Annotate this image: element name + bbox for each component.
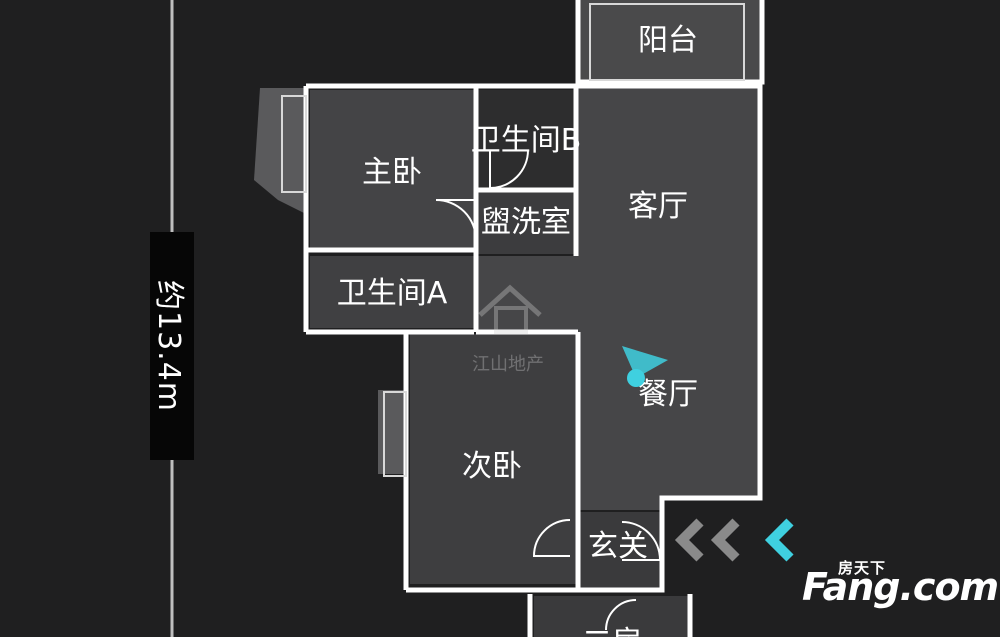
bottom-room-floor — [534, 596, 690, 637]
position-dot-icon — [627, 369, 645, 387]
window-frames — [281, 3, 745, 477]
room-label-living-room: 客厅 — [628, 189, 688, 224]
room-label-bottom-room: 二房 — [582, 625, 642, 637]
room-label-entrance: 玄关 — [588, 529, 648, 564]
room-label-bathroom-b: 卫生间B — [471, 123, 582, 158]
bathroom-a-floor — [310, 256, 474, 328]
second-bedroom-floor — [410, 334, 578, 584]
room-label-balcony: 阳台 — [638, 23, 698, 58]
living-dining-floor — [478, 88, 758, 510]
dimension-text: 约13.4m — [151, 279, 186, 413]
watermark-text: 江山地产 — [472, 354, 544, 375]
balcony-floor — [580, 0, 762, 82]
brand-top-text: 房天下 — [838, 559, 887, 577]
room-label-second-bedroom: 次卧 — [462, 449, 522, 484]
entrance-floor — [580, 512, 660, 588]
view-direction-marker[interactable] — [622, 346, 668, 387]
room-label-master-bedroom: 主卧 — [362, 155, 422, 190]
room-label-bathroom-a: 卫生间A — [337, 276, 448, 311]
room-label-dining-room: 餐厅 — [638, 377, 698, 412]
bathroom-b-floor — [478, 90, 574, 190]
master-bedroom-floor — [310, 90, 474, 248]
watermark-logo: 江山地产 — [472, 284, 544, 375]
brand-logo: 房天下 Fang.com — [802, 557, 999, 617]
doors — [435, 149, 662, 631]
brand-main-text: Fang.com — [802, 565, 999, 609]
room-label-washroom: 盥洗室 — [481, 205, 571, 240]
entrance-arrows-icon[interactable] — [674, 518, 794, 562]
bay-window-second — [378, 390, 406, 474]
washroom-floor — [478, 192, 574, 254]
dimension-label: 约13.4m — [150, 232, 194, 460]
